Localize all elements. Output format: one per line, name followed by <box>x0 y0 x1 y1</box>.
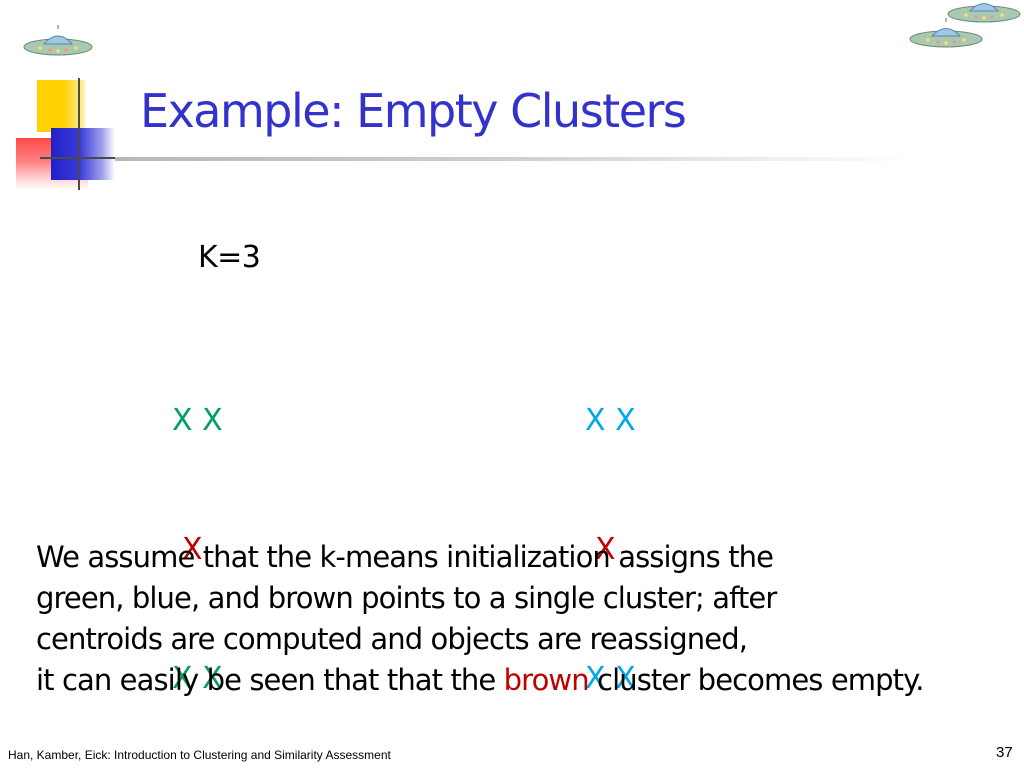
paragraph-line-4-start: it can easily be seen that that the <box>36 663 504 697</box>
decor-vertical-line <box>78 78 80 190</box>
decor-yellow-square <box>37 80 85 132</box>
brown-point-center-right: X <box>595 532 616 567</box>
decor-horizontal-line <box>40 157 130 159</box>
title-underline <box>115 157 915 161</box>
slide-title: Example: Empty Clusters <box>140 84 687 138</box>
blue-points-bottom: X X <box>585 661 636 696</box>
brown-point-center: X <box>182 532 203 567</box>
green-points-bottom: X X <box>172 661 223 696</box>
left-point-group: X X X X X <box>172 313 223 743</box>
k-label: K=3 <box>198 240 261 275</box>
ufo-icon <box>23 25 93 56</box>
footer-text: Han, Kamber, Eick: Introduction to Clust… <box>8 748 391 762</box>
paragraph-line-2: green, blue, and brown points to a singl… <box>36 581 777 615</box>
page-number: 37 <box>996 744 1013 761</box>
explanation-paragraph: We assume that the k-means initializatio… <box>36 537 924 701</box>
brown-highlight-word: brown <box>503 663 590 697</box>
green-points-top: X X <box>172 403 223 438</box>
paragraph-line-3: centroids are computed and objects are r… <box>36 622 748 656</box>
right-point-group: X X X X X <box>585 313 636 743</box>
decor-blue-square <box>51 128 115 180</box>
paragraph-line-1: We assume that the k-means initializatio… <box>36 540 774 574</box>
ufo-icon <box>909 18 983 48</box>
ufo-icon <box>947 3 1021 23</box>
paragraph-line-4: it can easily be seen that that the brow… <box>36 660 924 701</box>
blue-points-top: X X <box>585 403 636 438</box>
paragraph-line-4-end: cluster becomes empty. <box>588 663 924 697</box>
